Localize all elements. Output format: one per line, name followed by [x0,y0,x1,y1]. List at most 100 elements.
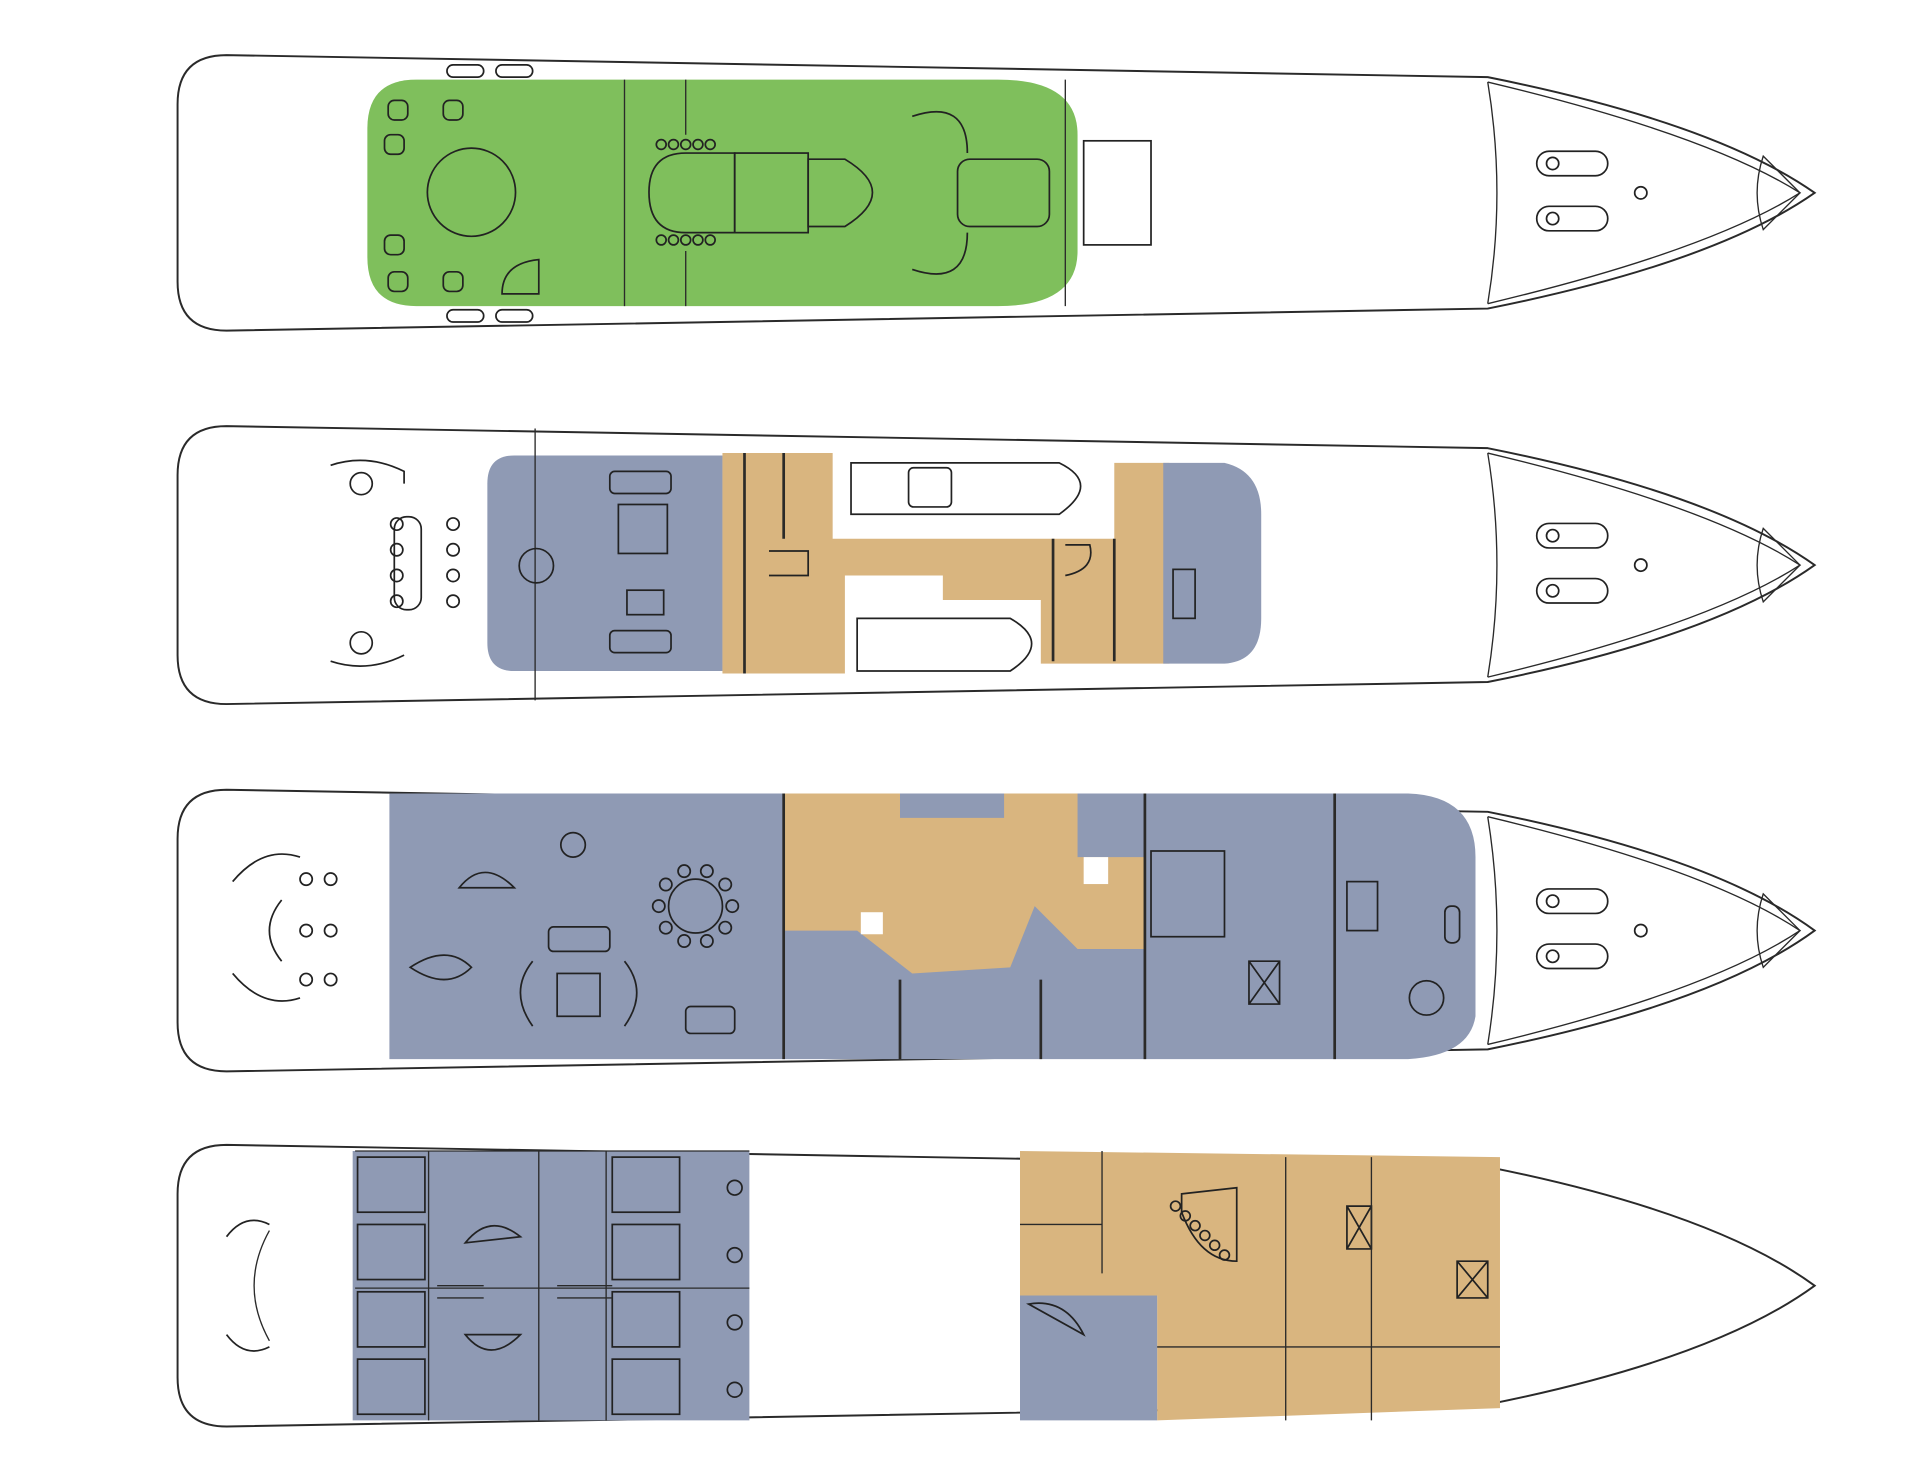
stool-icon [323,923,338,938]
sofa [608,470,672,495]
chair-icon [692,138,704,151]
cabin-wall [782,793,1337,1060]
chair-icon [658,920,673,935]
chair-icon [677,864,692,879]
table-icon [349,630,374,655]
hull-outline-deck-4 [176,1143,1817,1428]
bow-deck-line [1487,81,1498,304]
storage-cross [1248,960,1281,1005]
deck-2-crew-area-zone [722,453,1170,674]
aft-sofa [253,1230,270,1342]
aft-dining-table [393,515,423,611]
chair-icon [718,877,733,892]
game-table [518,547,555,584]
lounge-chair-icon [387,270,409,293]
tender-boat [850,461,1082,516]
armchairs [547,926,611,953]
anchor-winch [1535,943,1609,970]
coffee-table [556,972,601,1018]
chair-icon [655,138,667,151]
chair-icon [704,234,716,246]
coffee-table [617,503,669,555]
spiral-stair-icon [1026,1302,1086,1337]
hull-outline-deck-1 [176,54,1817,332]
stool-icon [299,972,314,987]
chair-icon [718,920,733,935]
crew-mess-table [1180,1186,1238,1263]
winch-drum-icon [1545,156,1560,171]
bar-table [408,954,473,981]
chair-icon [651,899,666,914]
round-dining-table [667,878,724,934]
deck-light [495,308,534,323]
aft-stair [232,853,301,1002]
stool-icon [323,972,338,987]
deck-zones [352,79,1500,1421]
lounge-chair-icon [442,270,464,293]
chair-icon [389,517,404,532]
chair-icon [704,138,716,151]
basin-icon [726,1381,743,1398]
bow-deck-line [1487,816,1498,1045]
chair-icon [699,864,714,879]
lounge-chair-icon [387,99,409,121]
stair-icon [768,544,1092,577]
chair-icon [446,594,461,609]
bow-tip [1756,154,1801,231]
deck-2-guest-area-zone [487,455,723,672]
chair-icon [1208,1239,1221,1252]
hatch-icon [1633,923,1648,938]
deck-4-guest-area-zone [1019,1295,1158,1421]
stool-icon [299,923,314,938]
anchor-winch [1535,888,1609,915]
guest-bed [611,1358,681,1416]
chair-icon [1199,1229,1211,1242]
aft-sofa [330,459,405,667]
round-table [1408,979,1445,1016]
chair-icon [655,234,667,246]
chair-icon [699,934,714,949]
chair-icon [389,594,404,609]
chair-icon [725,899,740,914]
winch-drum-icon [1545,949,1560,964]
guest-bed [611,1290,681,1348]
table-icon [559,831,587,858]
winch-drum-icon [1545,528,1560,543]
guest-bed [356,1156,426,1214]
master-bed [1150,850,1226,938]
chair-icon [679,234,692,246]
cabin-wall [743,453,1116,674]
chair-icon [389,568,404,583]
guest-bed [611,1156,681,1214]
tender-cockpit [907,466,953,508]
hatch-icon [1633,185,1648,200]
anchor-winch [1535,150,1609,177]
basin-icon [726,1246,743,1264]
sofa [1444,905,1461,944]
hatch-icon [1633,558,1648,573]
bow-tip [1756,892,1801,969]
tender-boat [856,617,1033,672]
chair-icon [1189,1219,1201,1232]
guest-bed [356,1223,426,1281]
chair-icon [677,934,692,949]
sofa [684,1005,736,1035]
bow-tip [1756,527,1801,604]
light-well [860,912,883,935]
deck-light [446,64,485,78]
chair-icon [446,542,461,557]
dining-table [648,152,736,234]
sofa [608,629,672,654]
furniture-details [225,64,1648,1421]
hull-outlines [176,54,1817,1428]
deck-2-guest-area-zone [1163,462,1262,664]
spiral-stair-icon [501,258,540,295]
deck-light [446,308,485,323]
chair-icon [667,138,680,151]
guest-bed [356,1290,426,1348]
chair-icon [1179,1210,1192,1222]
hull-outline-deck-2 [176,425,1817,706]
winch-drum-icon [1545,583,1560,598]
wardrobe [557,1285,613,1299]
sunpad [956,158,1051,228]
